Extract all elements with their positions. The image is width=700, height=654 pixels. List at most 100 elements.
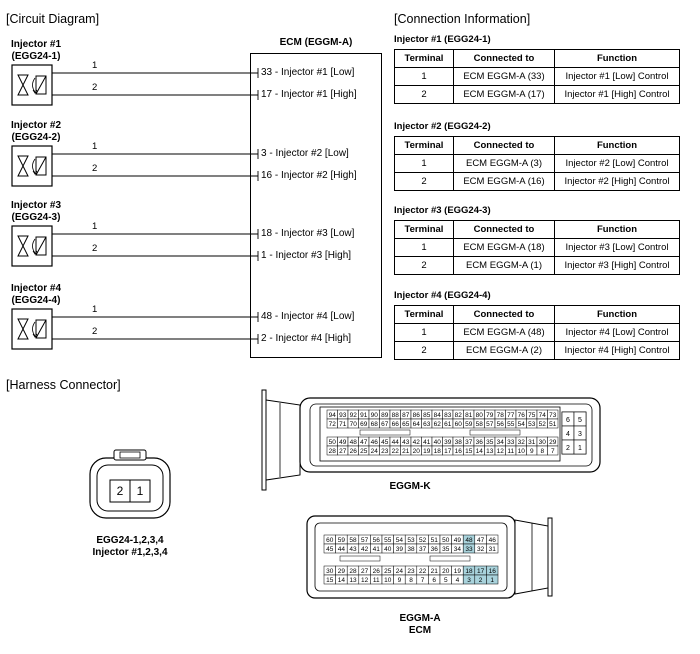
- ecm-pin-low: 18 - Injector #3 [Low]: [261, 228, 355, 239]
- injector-pin-2: 2: [92, 82, 98, 93]
- eggm-a-pin: 14: [338, 577, 346, 584]
- injector-name: Injector #4: [10, 283, 62, 294]
- eggm-k-pin: 47: [360, 439, 368, 446]
- eggm-k-pin: 36: [476, 439, 484, 446]
- eggm-k-pin: 77: [507, 412, 515, 419]
- injector-code: (EGG24-1): [11, 51, 61, 62]
- table-cell: Injector #3 [High] Control: [554, 256, 680, 275]
- eggm-a-pin: 26: [373, 568, 381, 575]
- eggm-a-pin: 10: [384, 577, 392, 584]
- eggm-k-pin: 28: [329, 448, 337, 455]
- ecm-pin-high: 17 - Injector #1 [High]: [261, 89, 357, 100]
- ecm-pin-low: 3 - Injector #2 [Low]: [261, 148, 349, 159]
- table-cell: ECM EGGM-A (2): [453, 341, 555, 360]
- eggm-k-pin: 46: [371, 439, 379, 446]
- eggm-a-pin: 30: [326, 568, 334, 575]
- injector-pin-2: 2: [92, 326, 98, 337]
- injector-connector-name: Injector #1,2,3,4: [92, 547, 168, 558]
- table-cell: ECM EGGM-A (16): [453, 172, 555, 191]
- eggm-a-pin: 17: [477, 568, 485, 575]
- eggm-k-pin: 9: [530, 448, 534, 455]
- eggm-k-pin: 29: [549, 439, 557, 446]
- eggm-k-pin: 23: [381, 448, 389, 455]
- eggm-a-pin: 11: [373, 577, 380, 584]
- injector-connector-caption: EGG24-1,2,3,4 Injector #1,2,3,4: [70, 535, 190, 559]
- eggm-k-side-pin: 1: [578, 445, 582, 452]
- ecm-title: ECM (EGGM-A): [279, 37, 353, 48]
- eggm-k-pin: 79: [486, 412, 494, 419]
- eggm-k-side-pin: 4: [566, 431, 570, 438]
- eggm-a-pin: 32: [477, 546, 485, 553]
- eggm-a-pin: 44: [338, 546, 346, 553]
- eggm-k-pin: 14: [476, 448, 484, 455]
- table-cell: Injector #2 [High] Control: [554, 172, 680, 191]
- ecm-pin-low: 48 - Injector #4 [Low]: [261, 311, 355, 322]
- eggm-k-pin: 85: [423, 412, 431, 419]
- connection-info-title: [Connection Information]: [394, 12, 531, 26]
- eggm-k-pin: 12: [497, 448, 505, 455]
- injector-pin-2: 2: [92, 243, 98, 254]
- eggm-a-pin: 46: [489, 537, 497, 544]
- eggm-a-pin: 50: [442, 537, 450, 544]
- eggm-a-pin: 55: [384, 537, 392, 544]
- eggm-a-pin: 51: [431, 537, 439, 544]
- eggm-k-pin: 30: [539, 439, 547, 446]
- eggm-k-pin: 22: [392, 448, 400, 455]
- injector-pin-1: 1: [92, 221, 98, 232]
- eggm-k-pin: 7: [551, 448, 555, 455]
- injector-label-1: Injector #1(EGG24-1): [8, 39, 64, 63]
- eggm-k-pin: 43: [402, 439, 410, 446]
- eggm-k-pin: 94: [329, 412, 337, 419]
- eggm-k-pin: 66: [392, 421, 400, 428]
- eggm-a-pin: 18: [465, 568, 473, 575]
- eggm-k-pin: 62: [434, 421, 442, 428]
- eggm-k-pin: 27: [339, 448, 347, 455]
- eggm-k-pin: 33: [507, 439, 515, 446]
- eggm-a-pin: 5: [444, 577, 448, 584]
- eggm-k-pin: 90: [371, 412, 379, 419]
- injector-symbol-4: [11, 308, 53, 350]
- connection-table-title: Injector #4 (EGG24-4): [394, 290, 491, 301]
- eggm-k-pin: 40: [434, 439, 442, 446]
- eggm-k-pin: 16: [455, 448, 463, 455]
- eggm-k-pin: 49: [339, 439, 347, 446]
- eggm-k-pin: 20: [413, 448, 421, 455]
- eggm-k-pin: 10: [518, 448, 526, 455]
- eggm-k-pin: 56: [497, 421, 505, 428]
- table-cell: 2: [394, 341, 454, 360]
- eggm-a-pin: 22: [419, 568, 427, 575]
- eggm-k-pin: 73: [549, 412, 557, 419]
- injector-label-4: Injector #4(EGG24-4): [8, 283, 64, 307]
- eggm-a-pin: 35: [442, 546, 450, 553]
- eggm-a-pin: 29: [338, 568, 346, 575]
- eggm-k-pin: 55: [507, 421, 515, 428]
- injector-symbol-1: [11, 64, 53, 106]
- eggm-k-pin: 61: [444, 421, 452, 428]
- eggm-k-pin: 59: [465, 421, 473, 428]
- eggm-k-caption: EGGM-K: [389, 481, 431, 492]
- eggm-k-pin: 83: [444, 412, 452, 419]
- eggm-k-pin: 26: [350, 448, 358, 455]
- injector-connector-pin: 1: [137, 484, 144, 498]
- eggm-a-pin: 57: [361, 537, 369, 544]
- eggm-k-pin: 72: [329, 421, 337, 428]
- eggm-k-pin: 86: [413, 412, 421, 419]
- eggm-a-pin: 45: [326, 546, 334, 553]
- eggm-k-pin: 51: [549, 421, 557, 428]
- eggm-k-pin: 13: [486, 448, 494, 455]
- eggm-a-pin: 2: [479, 577, 483, 584]
- eggm-k-pin: 32: [518, 439, 526, 446]
- eggm-k-pin: 69: [360, 421, 368, 428]
- eggm-k-pin: 18: [434, 448, 442, 455]
- injector-name: Injector #3: [10, 200, 62, 211]
- eggm-a-pin: 20: [442, 568, 450, 575]
- eggm-k-pin: 58: [476, 421, 484, 428]
- eggm-a-pin: 28: [349, 568, 357, 575]
